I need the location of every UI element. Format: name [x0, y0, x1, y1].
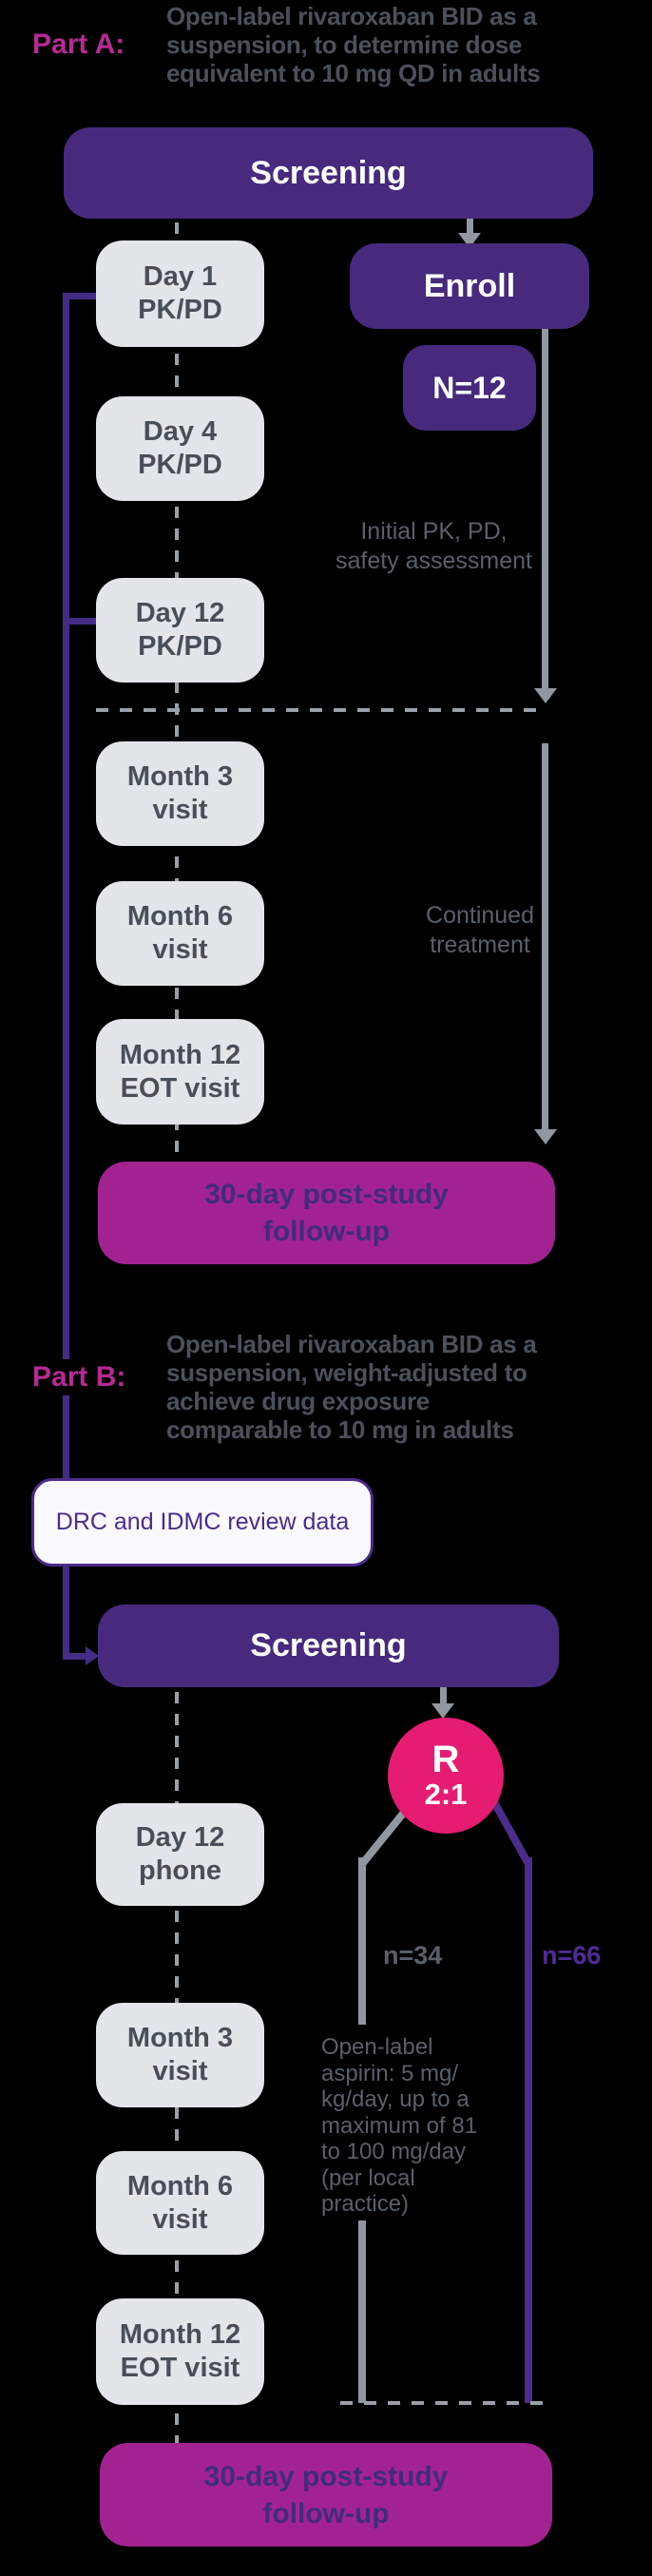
randomization-circle: R 2:1	[388, 1718, 504, 1834]
screening-b-label: Screening	[250, 1627, 407, 1663]
arrow-screening-enroll-shaft	[467, 219, 473, 235]
part-a-dashed-spine	[175, 222, 179, 1162]
part-a-purple-line	[63, 293, 69, 1660]
timeline-box-month12-b: Month 12 EOT visit	[96, 2298, 264, 2405]
part-b-label: Part B:	[32, 1359, 130, 1395]
drc-review-label: DRC and IDMC review data	[55, 1509, 350, 1535]
continued-treatment-annotation: Continued treatment	[426, 902, 534, 958]
part-b-phase-divider	[340, 2401, 548, 2405]
aspirin-note: Open-label aspirin: 5 mg/ kg/day, up to …	[321, 2034, 478, 2217]
randomization-ratio: 2:1	[424, 1778, 468, 1811]
timeline-box-month6-a: Month 6 visit	[96, 881, 264, 986]
n12-box: N=12	[403, 345, 536, 431]
timeline-box-month3-b: Month 3 visit	[96, 2003, 264, 2107]
screening-box-b: Screening	[98, 1605, 559, 1687]
timeline-box-day1: Day 1 PK/PD	[96, 240, 264, 347]
timeline-box-month3-a: Month 3 visit	[96, 741, 264, 846]
part-a-label: Part A:	[32, 29, 125, 60]
aspirin-arm-line-upper	[358, 1857, 366, 2025]
continued-treatment-line	[542, 743, 548, 1131]
enroll-label: Enroll	[423, 267, 516, 304]
aspirin-arm-line-lower	[358, 2220, 366, 2403]
screening-a-label: Screening	[250, 154, 407, 191]
randomization-r: R	[431, 1739, 460, 1780]
initial-assessment-line	[542, 329, 548, 690]
branch-purple-diagonal	[490, 1800, 532, 1866]
rivaroxaban-arm-line	[525, 1857, 532, 2403]
screening-box-a: Screening	[64, 127, 593, 219]
part-a-phase-divider	[96, 708, 541, 712]
purple-elbow-arrowhead	[86, 1646, 99, 1665]
followup-box-b: 30-day post-study follow-up	[100, 2443, 552, 2547]
arm-right-n-label: n=66	[542, 1941, 602, 1970]
followup-box-a: 30-day post-study follow-up	[98, 1162, 555, 1264]
purple-stub-day12	[63, 618, 99, 625]
timeline-box-day12: Day 12 PK/PD	[96, 578, 264, 682]
initial-assessment-arrowhead	[534, 688, 557, 703]
enroll-box: Enroll	[350, 243, 589, 329]
timeline-box-month6-b: Month 6 visit	[96, 2151, 264, 2255]
part-b-heading: Open-label rivaroxaban BID as a suspensi…	[166, 1330, 537, 1444]
timeline-box-day12-phone: Day 12 phone	[96, 1803, 264, 1906]
purple-elbow-horizontal	[63, 1653, 87, 1660]
initial-assessment-annotation: Initial PK, PD, safety assessment	[335, 518, 532, 574]
continued-treatment-arrowhead	[534, 1129, 557, 1144]
arrow-screening-rand-shaft	[440, 1687, 447, 1706]
arrow-screening-rand-head	[431, 1703, 454, 1719]
timeline-box-day4: Day 4 PK/PD	[96, 396, 264, 501]
part-a-heading: Open-label rivaroxaban BID as a suspensi…	[166, 2, 541, 87]
purple-stub-day1	[63, 293, 99, 299]
timeline-box-month12-a: Month 12 EOT visit	[96, 1019, 264, 1125]
arm-left-n-label: n=34	[383, 1941, 443, 1970]
drc-review-box: DRC and IDMC review data	[31, 1478, 374, 1567]
n12-label: N=12	[432, 370, 507, 405]
